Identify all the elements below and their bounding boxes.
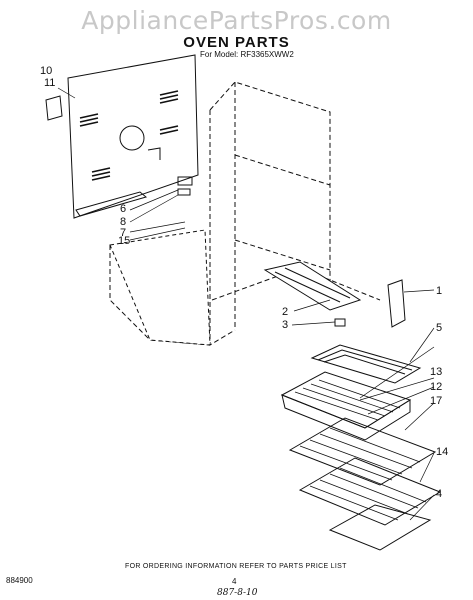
callout-8: 8 — [120, 216, 126, 228]
ordering-note: FOR ORDERING INFORMATION REFER TO PARTS … — [125, 563, 347, 570]
callout-4: 4 — [436, 488, 442, 500]
clip-part — [334, 318, 346, 327]
callout-11: 11 — [44, 77, 55, 89]
document-code: 884900 — [6, 576, 33, 585]
callout-3: 3 — [282, 319, 288, 331]
model-subtitle: For Model: RF3365XWW2 — [200, 50, 294, 59]
callout-labels: 1 2 3 5 13 12 17 14 4 10 11 6 8 7 15 — [40, 65, 448, 500]
callout-14: 14 — [436, 446, 448, 458]
callout-17: 17 — [430, 395, 442, 407]
bake-element-part — [310, 344, 422, 384]
callout-7: 7 — [120, 227, 126, 239]
bracket-part — [45, 95, 63, 121]
callout-1: 1 — [436, 285, 442, 297]
callout-10: 10 — [40, 65, 52, 77]
broil-element-part — [328, 504, 432, 551]
callout-6: 6 — [120, 203, 126, 215]
broiler-pan-part — [280, 371, 412, 441]
callout-13: 13 — [430, 366, 442, 378]
side-panel — [109, 229, 211, 346]
callout-15: 15 — [118, 235, 130, 247]
watermark: AppliancePartsPros.com — [81, 6, 392, 35]
handwritten-note: 887-8-10 — [217, 588, 258, 598]
broil-pan-part — [263, 261, 362, 311]
oven-rack-lower-part — [298, 457, 442, 526]
page-title: OVEN PARTS — [183, 34, 290, 51]
oven-rack-part — [288, 417, 437, 486]
hinge-plate-part — [387, 279, 406, 328]
rear-panel — [67, 54, 199, 219]
callout-12: 12 — [430, 381, 442, 393]
callout-2: 2 — [282, 306, 288, 318]
callout-5: 5 — [436, 322, 442, 334]
page-number: 4 — [232, 577, 237, 586]
